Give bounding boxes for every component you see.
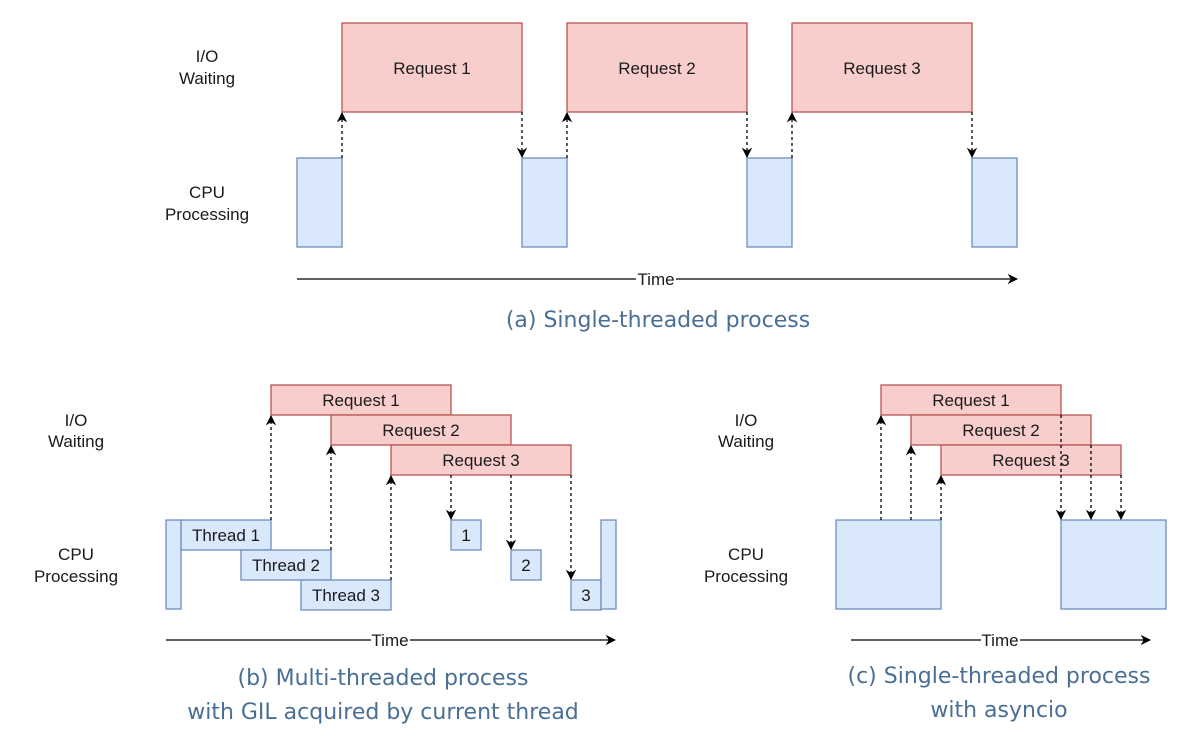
panel-a-request-1-box bbox=[341, 22, 523, 113]
panel-a-request-2-label: Request 2 bbox=[618, 59, 696, 78]
panel-b-io-label-line2: Waiting bbox=[48, 432, 104, 451]
panel-b-cpu-label-line1: CPU bbox=[58, 545, 94, 564]
panel-b-thread-2-label: Thread 2 bbox=[252, 556, 320, 575]
panel-c-cpu-label-line1: CPU bbox=[728, 545, 764, 564]
panel-c-time-label: Time bbox=[981, 631, 1018, 650]
panel-c-request-1-box bbox=[880, 384, 1062, 416]
panel-b-resume-2-label: 2 bbox=[521, 556, 530, 575]
panel-b-thread-1-label: Thread 1 bbox=[192, 526, 260, 545]
panel-a-cpu-block-2 bbox=[521, 157, 568, 248]
panel-c-io-label-line1: I/O bbox=[735, 411, 758, 430]
panel-c-cpu-block-1 bbox=[835, 519, 942, 610]
panel-c-cpu-block-2 bbox=[1060, 519, 1167, 610]
panel-b: I/O Waiting CPU Processing Request 1 Req… bbox=[34, 384, 617, 725]
panel-b-cpu-start-bar bbox=[165, 519, 182, 610]
panel-a-cpu-label-line1: CPU bbox=[189, 183, 225, 202]
panel-b-thread-1-box bbox=[180, 519, 272, 551]
panel-b-request-1-label: Request 1 bbox=[322, 391, 400, 410]
panel-a-request-2-box bbox=[566, 22, 748, 113]
panel-b-thread-3-label: Thread 3 bbox=[312, 586, 380, 605]
panel-b-resume-3-box bbox=[570, 579, 602, 611]
panel-c-request-1-label: Request 1 bbox=[932, 391, 1010, 410]
panel-a-time-label: Time bbox=[637, 270, 674, 289]
panel-c-request-2-label: Request 2 bbox=[962, 421, 1040, 440]
panel-b-request-2-box bbox=[330, 414, 512, 446]
panel-b-caption-line1: (b) Multi-threaded process bbox=[238, 666, 529, 691]
panel-b-resume-2-box bbox=[510, 549, 542, 581]
panel-a-request-3-label: Request 3 bbox=[843, 59, 921, 78]
panel-a-request-3-box bbox=[791, 22, 973, 113]
panel-c-cpu-label-line2: Processing bbox=[704, 567, 788, 586]
panel-b-resume-1-label: 1 bbox=[461, 526, 470, 545]
panel-a-cpu-block-3 bbox=[746, 157, 793, 248]
panel-b-thread-2-box bbox=[240, 549, 332, 581]
panel-a-io-label-line1: I/O bbox=[196, 47, 219, 66]
panel-b-request-3-label: Request 3 bbox=[442, 451, 520, 470]
panel-a-cpu-block-4 bbox=[971, 157, 1018, 248]
panel-b-request-2-label: Request 2 bbox=[382, 421, 460, 440]
panel-b-cpu-label-line2: Processing bbox=[34, 567, 118, 586]
panel-b-resume-3-label: 3 bbox=[581, 586, 590, 605]
panel-a-caption: (a) Single-threaded process bbox=[506, 308, 810, 333]
panel-b-time-label: Time bbox=[371, 631, 408, 650]
panel-b-resume-1-box bbox=[450, 519, 482, 551]
panel-a-io-label-line2: Waiting bbox=[179, 69, 235, 88]
panel-b-thread-3-box bbox=[300, 579, 392, 611]
panel-b-io-label-line1: I/O bbox=[65, 411, 88, 430]
panel-c: I/O Waiting CPU Processing Request 1 Req… bbox=[704, 384, 1167, 723]
panel-c-io-label-line2: Waiting bbox=[718, 432, 774, 451]
panel-c-request-3-label: Request 3 bbox=[992, 451, 1070, 470]
panel-a-request-1-label: Request 1 bbox=[393, 59, 471, 78]
panel-b-cpu-end-bar bbox=[600, 519, 617, 610]
panel-a-cpu-label-line2: Processing bbox=[165, 205, 249, 224]
panel-c-caption-line1: (c) Single-threaded process bbox=[848, 664, 1151, 689]
panel-a-cpu-block-1 bbox=[296, 157, 343, 248]
panel-b-caption-line2: with GIL acquired by current thread bbox=[187, 700, 579, 725]
panel-c-caption-line2: with asyncio bbox=[930, 698, 1067, 723]
panel-b-request-3-box bbox=[390, 444, 572, 476]
panel-a: I/O Waiting CPU Processing Request 1 Req… bbox=[165, 22, 1019, 333]
